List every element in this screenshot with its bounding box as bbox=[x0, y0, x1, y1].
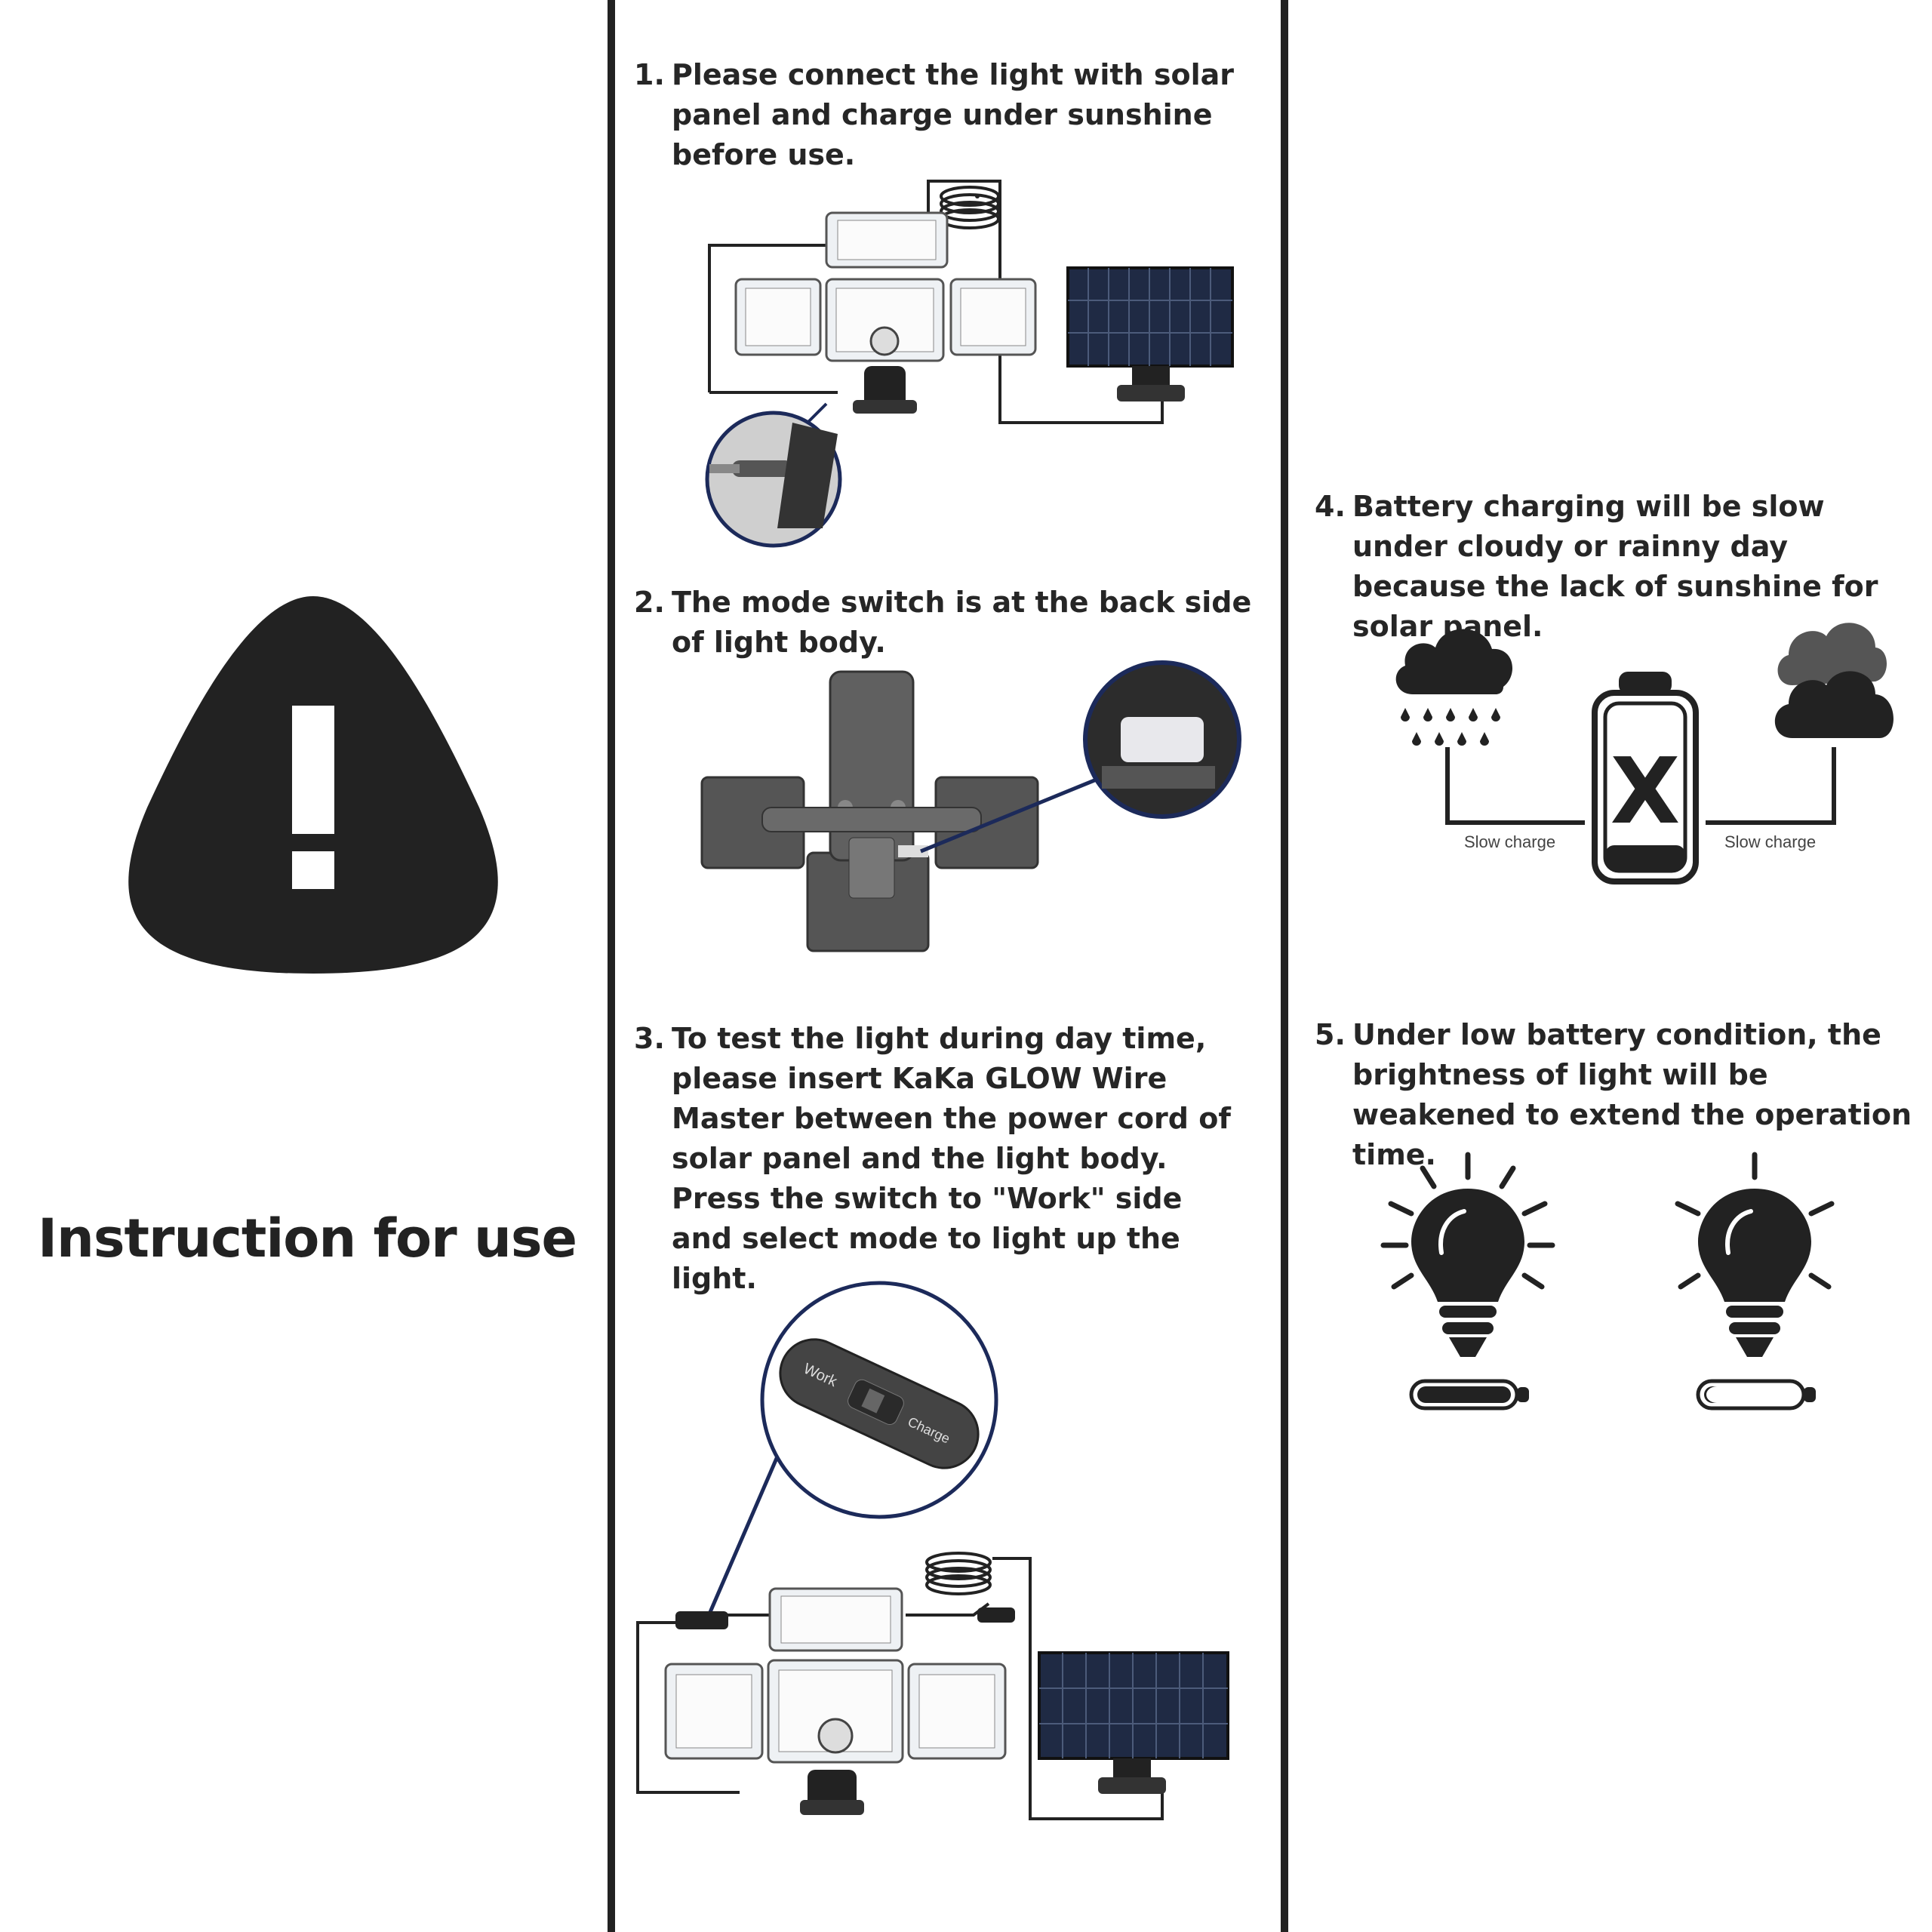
page-title: Instruction for use bbox=[38, 1208, 577, 1269]
slow-charge-label-left: Slow charge bbox=[1464, 832, 1556, 851]
dim-bulb-icon bbox=[1675, 1152, 1835, 1411]
solar-light-with-panel-illustration bbox=[705, 180, 1234, 548]
cloud-icon bbox=[1774, 623, 1894, 738]
wire-master-switch-illustration: Work Charge bbox=[636, 1281, 1229, 1820]
step-5: 5. Under low battery condition, the brig… bbox=[1315, 1015, 1926, 1175]
battery-x-mark: X bbox=[1611, 740, 1681, 844]
step-5-number: 5. bbox=[1315, 1018, 1346, 1051]
bright-bulb-icon bbox=[1380, 1152, 1555, 1411]
charge-wire-right bbox=[1706, 747, 1836, 825]
step-1-text: Please connect the light with solar pane… bbox=[672, 58, 1234, 171]
step-2: 2. The mode switch is at the back side o… bbox=[634, 583, 1253, 663]
step-3-text: To test the light during day time, pleas… bbox=[672, 1022, 1231, 1295]
exclamation-warning-icon bbox=[128, 596, 498, 974]
step-2-text: The mode switch is at the back side of l… bbox=[672, 586, 1252, 659]
step-2-number: 2. bbox=[634, 586, 665, 619]
battery-x-icon: X bbox=[1592, 672, 1699, 884]
light-back-mode-switch-illustration bbox=[700, 660, 1241, 952]
step-5-text: Under low battery condition, the brightn… bbox=[1352, 1018, 1912, 1171]
column-divider-right bbox=[1281, 0, 1288, 1932]
charge-wire-left bbox=[1445, 747, 1585, 825]
step-1: 1. Please connect the light with solar p… bbox=[634, 55, 1238, 175]
rain-cloud-icon bbox=[1395, 629, 1512, 746]
step-1-number: 1. bbox=[634, 58, 665, 91]
slow-charge-label-right: Slow charge bbox=[1724, 832, 1817, 851]
column-divider-left bbox=[608, 0, 615, 1932]
step-3-number: 3. bbox=[634, 1022, 665, 1055]
step-3: 3. To test the light during day time, pl… bbox=[634, 1019, 1238, 1299]
step-4-number: 4. bbox=[1315, 490, 1346, 523]
